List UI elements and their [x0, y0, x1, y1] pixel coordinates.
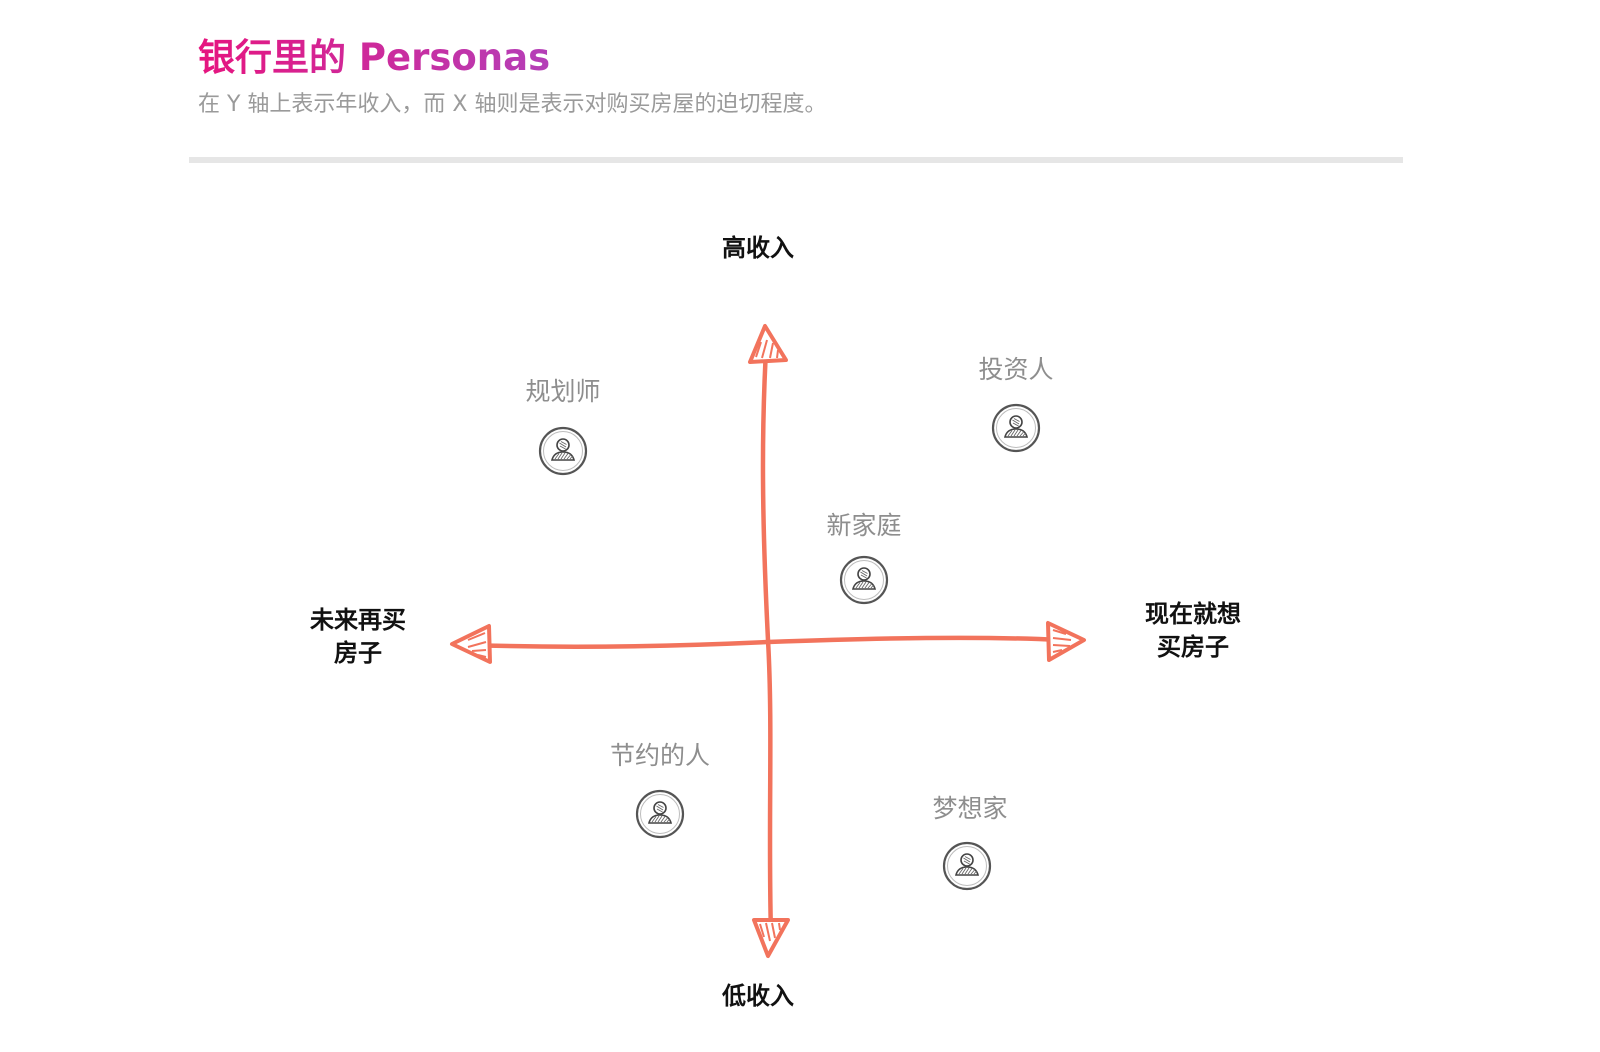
persona-label: 新家庭 — [826, 511, 902, 540]
page-title: 银行里的 Personas — [198, 34, 550, 82]
x-axis-left-label-line1: 未来再买 — [310, 606, 406, 634]
persona-label: 梦想家 — [932, 794, 1008, 823]
x-axis-right-label-line2: 买房子 — [1157, 633, 1229, 661]
x-axis-left-label: 未来再买 房子 — [298, 604, 418, 670]
person-avatar-icon[interactable] — [942, 841, 992, 891]
x-axis-left-label-line2: 房子 — [334, 639, 382, 667]
persona-label: 投资人 — [978, 355, 1054, 384]
y-axis-top-label: 高收入 — [722, 234, 794, 262]
persona-label: 节约的人 — [609, 741, 711, 770]
x-axis-right-label-line1: 现在就想 — [1145, 600, 1241, 628]
person-avatar-icon[interactable] — [839, 555, 889, 605]
persona-label: 规划师 — [525, 377, 601, 406]
person-avatar-icon[interactable] — [991, 403, 1041, 453]
header-divider — [189, 157, 1403, 163]
y-axis-bottom-label: 低收入 — [722, 982, 794, 1010]
x-axis-arrow — [450, 621, 1086, 664]
person-avatar-icon[interactable] — [538, 426, 588, 476]
x-axis-right-label: 现在就想 买房子 — [1133, 598, 1253, 664]
person-avatar-icon[interactable] — [635, 789, 685, 839]
page-subtitle: 在 Y 轴上表示年收入，而 X 轴则是表示对购买房屋的迫切程度。 — [198, 92, 827, 117]
